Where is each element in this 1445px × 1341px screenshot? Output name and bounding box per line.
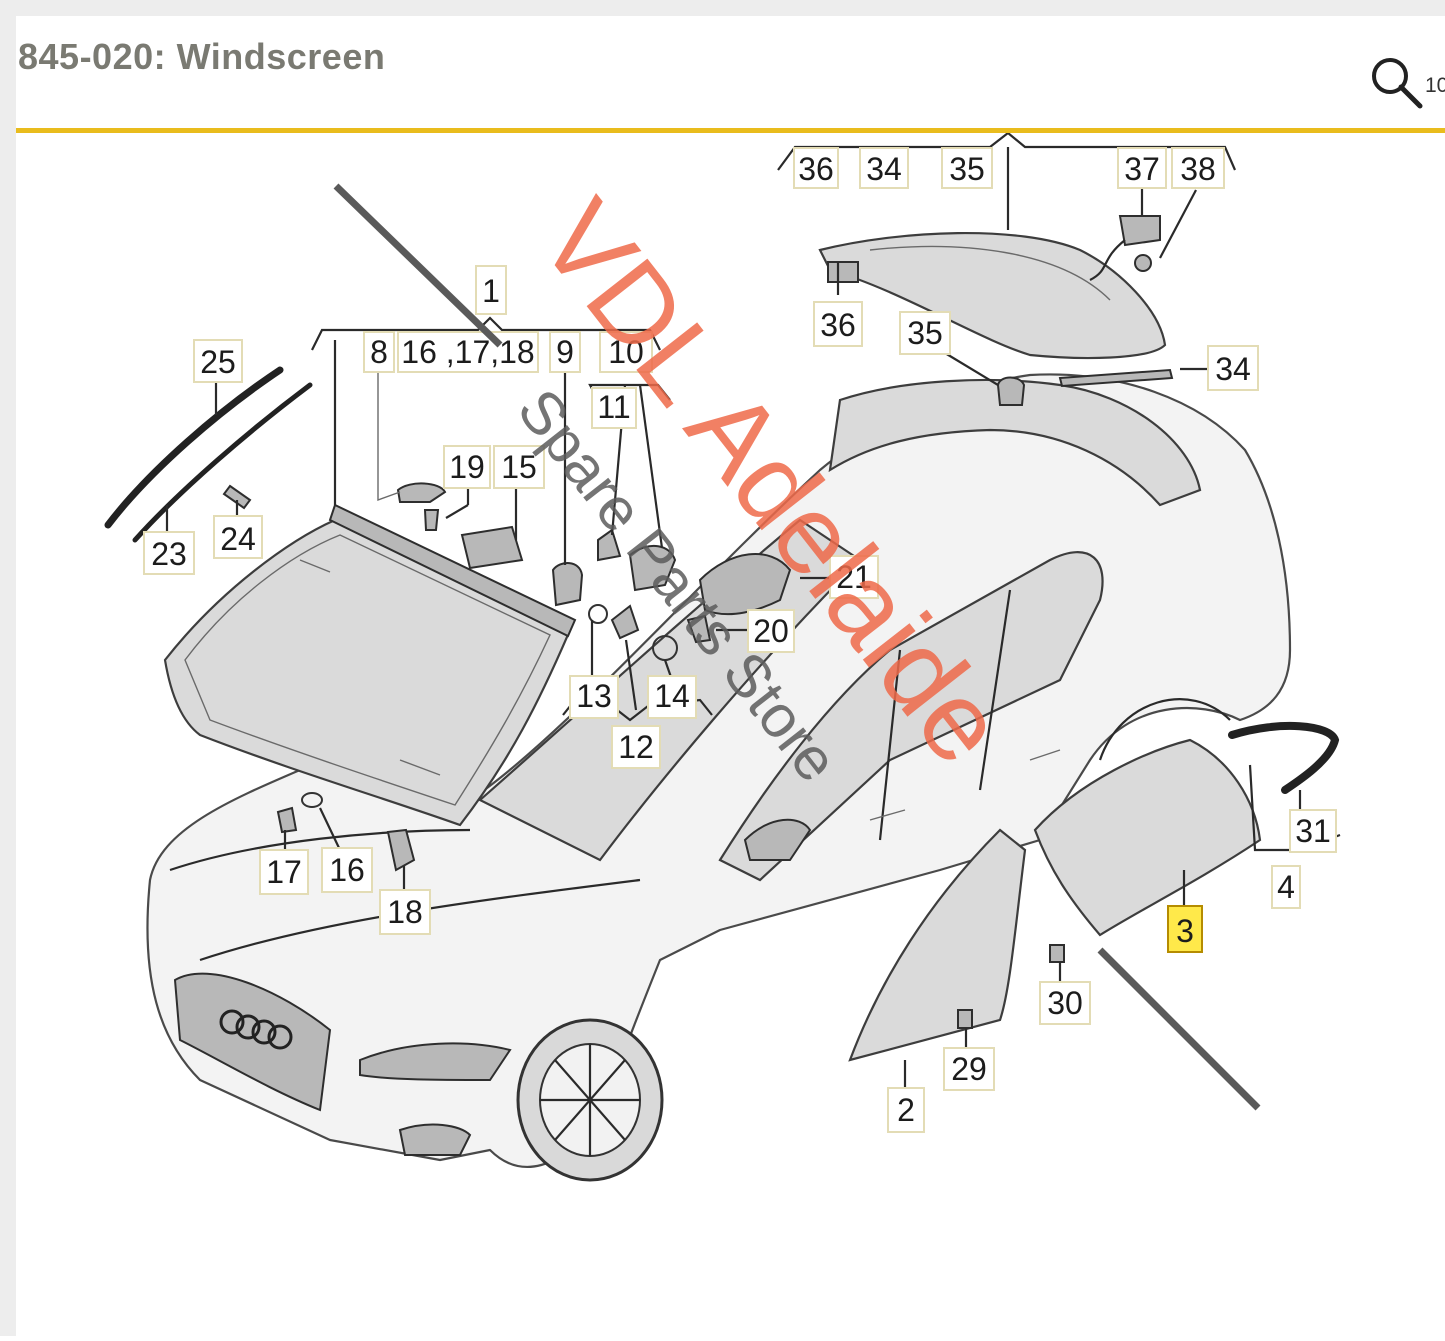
- callout-21[interactable]: 21: [829, 555, 879, 599]
- callout-38[interactable]: 38: [1171, 147, 1225, 189]
- callout-text: 25: [200, 344, 236, 380]
- zoom-level: 10: [1425, 74, 1445, 97]
- callout-text: 37: [1124, 151, 1160, 187]
- callout-text: 35: [907, 315, 943, 351]
- callout-31[interactable]: 31: [1289, 809, 1337, 853]
- callout-text: 8: [370, 334, 388, 370]
- callout-10[interactable]: 10: [599, 331, 653, 373]
- callout-text: 13: [576, 678, 612, 714]
- callout-text: 36: [798, 151, 834, 187]
- a-pillar-trims-drawing: [104, 366, 313, 543]
- callout-34[interactable]: 34: [859, 147, 909, 189]
- callout-13[interactable]: 13: [569, 675, 619, 719]
- callout-14[interactable]: 14: [647, 675, 697, 719]
- callout-text: 19: [449, 449, 485, 485]
- callout-text: 20: [753, 613, 789, 649]
- callout-text: 30: [1047, 985, 1083, 1021]
- callout-25[interactable]: 25: [193, 339, 243, 383]
- callout-text: 35: [949, 151, 985, 187]
- magnifier-icon: [1372, 58, 1423, 109]
- callout-36[interactable]: 36: [793, 147, 839, 189]
- callout-1[interactable]: 1: [475, 265, 507, 315]
- callout-23[interactable]: 23: [143, 531, 195, 575]
- callout-text: 21: [836, 559, 872, 595]
- callout-text: 31: [1295, 813, 1331, 849]
- audi-rings-logo: [219, 1009, 293, 1050]
- roof-glass-panel-drawing: [818, 215, 1174, 406]
- left-border-strip: [0, 0, 16, 1336]
- callout-9[interactable]: 9: [549, 331, 581, 373]
- callout-2[interactable]: 2: [887, 1087, 925, 1133]
- mirror-and-sensor-parts-drawing: [276, 482, 792, 872]
- callout-labels: 36 34 35 37 38 36 35 34 1 8 16 ,17,18 9 …: [143, 147, 1337, 1133]
- watermark-slash-top: [333, 183, 503, 348]
- callout-16[interactable]: 16: [321, 847, 373, 893]
- callout-text: 9: [556, 334, 574, 370]
- callout-text: 10: [608, 334, 644, 370]
- callout-text: 24: [220, 521, 256, 557]
- callout-19[interactable]: 19: [443, 445, 491, 489]
- callout-text: 34: [866, 151, 902, 187]
- side-windows-drawing: [848, 722, 1340, 1062]
- callout-text: 38: [1180, 151, 1216, 187]
- callout-30[interactable]: 30: [1039, 981, 1091, 1025]
- callout-text: 11: [597, 389, 630, 425]
- callout-20[interactable]: 20: [747, 609, 795, 653]
- header-bar: 845-020: Windscreen 10: [16, 16, 1445, 130]
- callout-text: 17: [266, 854, 302, 890]
- callout-8[interactable]: 8: [363, 331, 395, 373]
- callout-18[interactable]: 18: [379, 889, 431, 935]
- callout-36-lower[interactable]: 36: [813, 301, 863, 347]
- callout-37[interactable]: 37: [1117, 147, 1167, 189]
- callout-text: 29: [951, 1051, 987, 1087]
- callout-35[interactable]: 35: [941, 147, 993, 189]
- top-border-strip: [0, 0, 1445, 16]
- callout-text: 15: [501, 449, 537, 485]
- callout-text: 12: [618, 729, 654, 765]
- callout-text: 16: [329, 852, 365, 888]
- callout-text: 14: [654, 678, 690, 714]
- callout-text: 18: [387, 894, 423, 930]
- page-title: 845-020: Windscreen: [18, 36, 386, 77]
- callout-12[interactable]: 12: [611, 725, 661, 769]
- parts-diagram-svg: 36 34 35 37 38 36 35 34 1 8 16 ,17,18 9 …: [104, 131, 1341, 1182]
- callout-3[interactable]: 3: [1167, 905, 1203, 953]
- callout-text: 16 ,17,18: [401, 334, 534, 370]
- callout-29[interactable]: 29: [943, 1047, 995, 1091]
- header-accent-rule: [16, 128, 1445, 133]
- callout-text: 3: [1176, 913, 1194, 949]
- callout-15[interactable]: 15: [493, 445, 545, 489]
- watermark-slash-bottom: [1097, 947, 1261, 1111]
- leader-lines: [165, 131, 1341, 1090]
- callout-text: 34: [1215, 351, 1251, 387]
- zoom-button[interactable]: 10: [1368, 54, 1445, 114]
- front-wheel-drawing: [516, 1018, 664, 1182]
- callout-text: 36: [820, 307, 856, 343]
- callout-text: 4: [1277, 869, 1295, 905]
- callout-text: 2: [897, 1092, 915, 1128]
- callout-text: 23: [151, 536, 187, 572]
- callout-4[interactable]: 4: [1271, 865, 1301, 909]
- callout-17[interactable]: 17: [259, 849, 309, 895]
- callout-11[interactable]: 11: [591, 387, 637, 429]
- callout-24[interactable]: 24: [213, 515, 263, 559]
- windscreen-glass-drawing: [163, 503, 577, 827]
- callout-16-17-18[interactable]: 16 ,17,18: [397, 331, 539, 373]
- parts-diagram: 36 34 35 37 38 36 35 34 1 8 16 ,17,18 9 …: [16, 131, 1445, 1336]
- callout-text: 1: [482, 273, 500, 309]
- callout-34-lower[interactable]: 34: [1207, 345, 1259, 391]
- callout-35-lower[interactable]: 35: [899, 311, 951, 355]
